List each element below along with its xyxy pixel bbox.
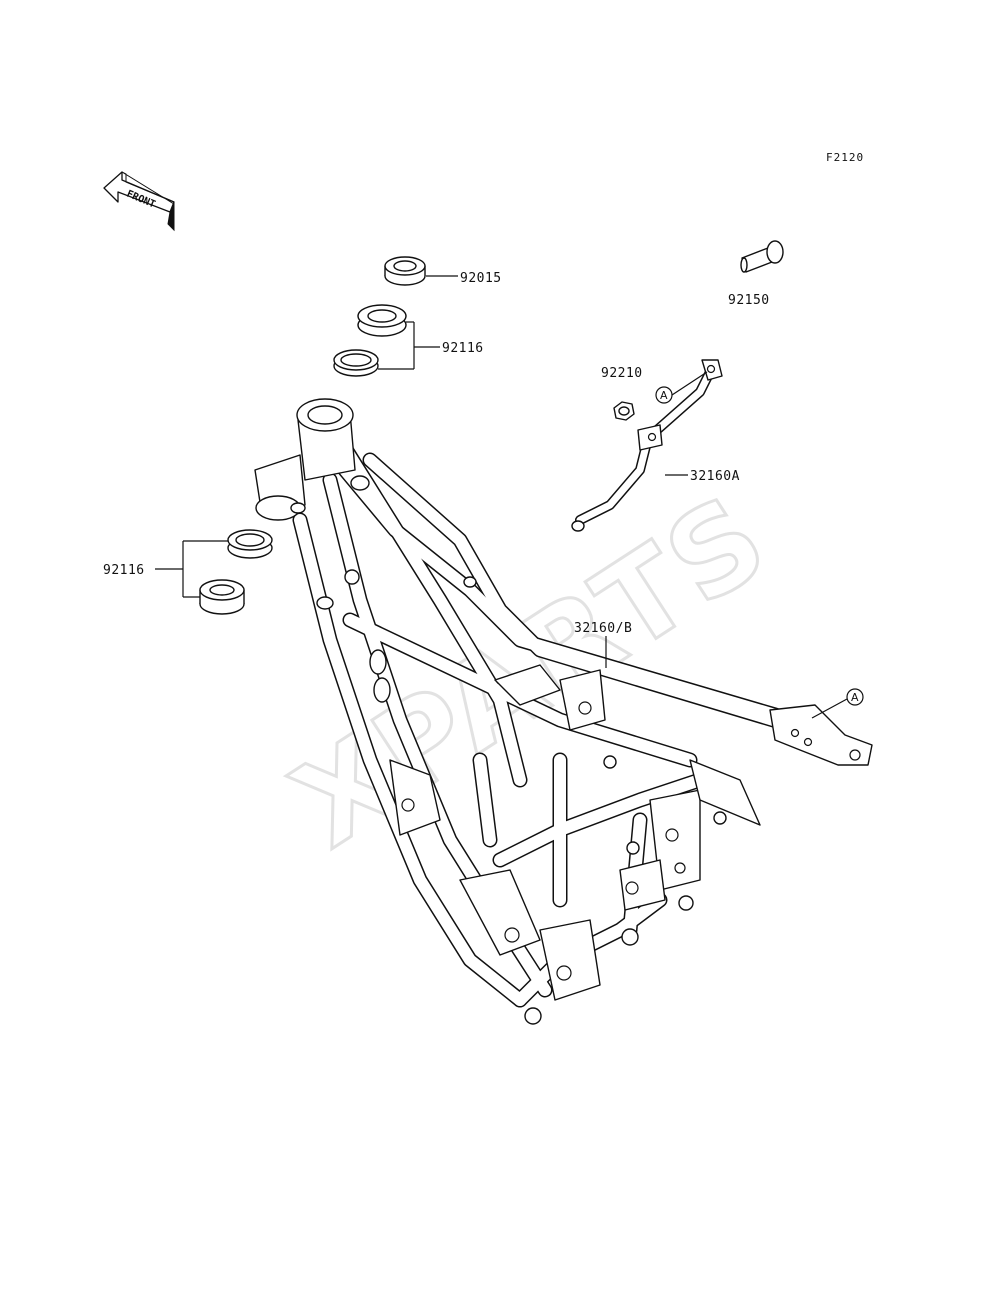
callout-92116-left[interactable]: 92116 (103, 563, 145, 578)
callout-32160B[interactable]: 32160/B (574, 621, 632, 636)
steering-bearing-race-bottom[interactable] (227, 529, 273, 559)
steering-stem-nut-92015[interactable] (384, 256, 426, 286)
svg-text:A: A (660, 389, 668, 402)
callout-92015[interactable]: 92015 (460, 271, 502, 286)
ref-marker-a2: A (811, 688, 864, 719)
diagram-code: F2120 (826, 151, 864, 164)
svg-text:A: A (851, 691, 859, 704)
nut-92210[interactable] (613, 401, 635, 421)
steering-bearing-tapered[interactable] (199, 579, 245, 615)
steering-bearing-race-lower[interactable] (333, 349, 379, 377)
steering-bearing-race-upper[interactable] (357, 304, 407, 337)
frame-bosses (290, 475, 727, 1025)
frame-stay-32160A[interactable] (571, 359, 723, 532)
front-arrow-icon: FRONT (103, 171, 175, 232)
bolt-92150[interactable] (740, 240, 784, 273)
main-frame (254, 398, 873, 1025)
ref-marker-a1: A (655, 371, 708, 404)
steering-head (254, 398, 356, 521)
leader-92116-left (155, 540, 228, 598)
callout-32160A[interactable]: 32160A (690, 469, 740, 484)
leader-92116-top (378, 321, 440, 370)
callout-92116-top[interactable]: 92116 (442, 341, 484, 356)
callout-92150[interactable]: 92150 (728, 293, 770, 308)
callout-92210[interactable]: 92210 (601, 366, 643, 381)
engine-mount-plates (389, 664, 873, 1001)
